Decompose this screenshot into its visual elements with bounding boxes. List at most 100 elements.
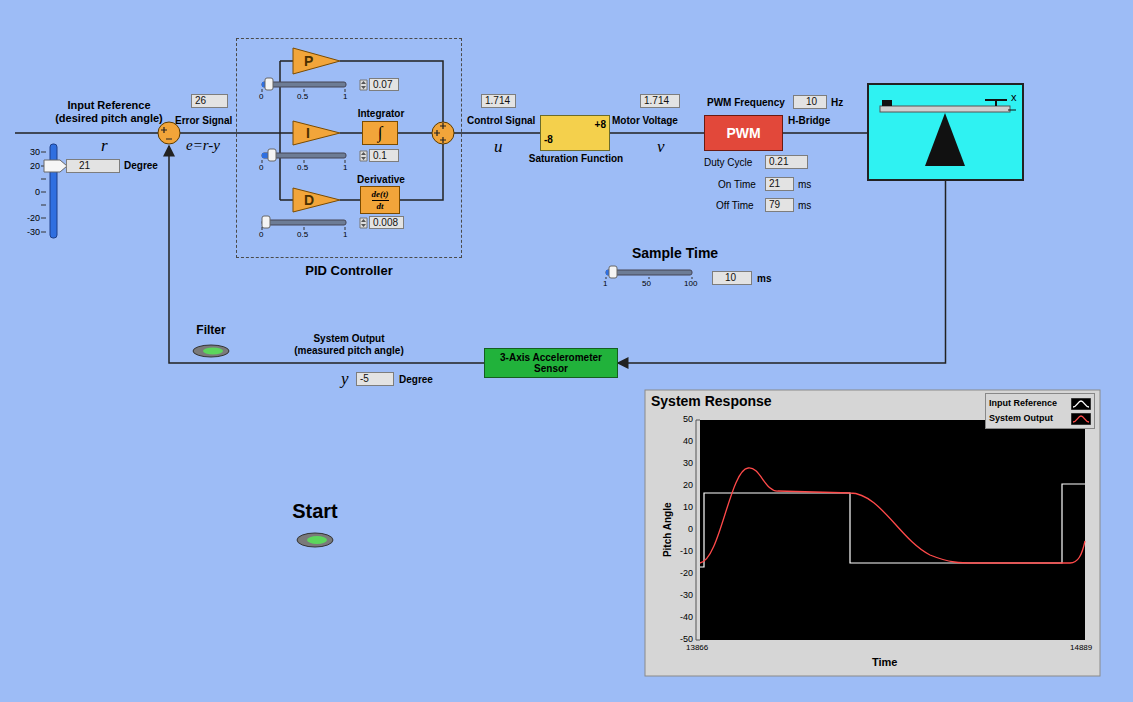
node-text: D	[304, 192, 314, 208]
tick-label: 0.5	[297, 163, 308, 172]
tick-label: 0	[259, 230, 263, 239]
value-indicator: 1.714	[481, 94, 516, 108]
node-text: 10	[725, 272, 736, 284]
tick-label: 1	[603, 279, 607, 288]
axis-tick: 30	[655, 458, 693, 468]
tick-label: -30	[12, 227, 40, 237]
axis-tick: -40	[655, 612, 693, 622]
legend-sample	[1071, 398, 1091, 410]
legend-text: System Output	[989, 413, 1053, 423]
node-text: x	[1011, 91, 1017, 104]
chart-panel: System Response	[645, 390, 1100, 676]
axis-tick: 50	[655, 414, 693, 424]
value-indicator: 0.1	[369, 149, 399, 162]
signal-symbol: r	[101, 136, 108, 156]
gain-block: I	[293, 121, 340, 145]
signal-symbol: e=r-y	[186, 137, 220, 154]
toggle-button: Filter	[188, 324, 234, 358]
value-indicator: 1.714	[640, 94, 680, 108]
signal-wire	[783, 132, 868, 134]
node-text: PWM	[726, 125, 760, 141]
value-indicator: 21	[765, 177, 794, 191]
unit-label: ms	[757, 273, 771, 285]
control-label: PWM Frequency	[707, 97, 785, 109]
node-text: 21	[769, 178, 780, 190]
unit-label: ms	[798, 200, 811, 212]
pwm-block: PWM	[704, 115, 783, 151]
beam-plant: x	[868, 84, 1023, 180]
node-text: 26	[195, 95, 206, 107]
tick-label: 30	[12, 147, 40, 157]
gain-triangles	[293, 48, 340, 212]
signal-wire	[340, 132, 362, 134]
node-text: 21	[79, 160, 90, 172]
tick-label: 100	[684, 279, 697, 288]
integrator-block: Integrator∫	[362, 121, 398, 145]
node-text: ∫	[378, 123, 383, 143]
control-label: Sample Time	[632, 245, 718, 261]
node-text: Filter	[196, 324, 225, 338]
indicator-label: Off Time	[716, 200, 754, 212]
axis-tick: -50	[655, 634, 693, 644]
node-text: Integrator	[349, 108, 413, 120]
tick-label: 0.5	[297, 92, 308, 101]
tick-label: 1	[343, 163, 347, 172]
legend-sample	[1071, 413, 1091, 425]
node-text: +8	[595, 119, 606, 131]
tick-label: 0	[12, 187, 40, 197]
axis-tick: 40	[655, 436, 693, 446]
legend-row: System Output	[989, 411, 1091, 426]
value-control: 10	[793, 95, 827, 109]
signal-name: H-Bridge	[788, 115, 830, 127]
tick-label: 50	[642, 279, 651, 288]
gain-sliders	[262, 78, 692, 279]
node-text: Start	[292, 500, 338, 523]
tick-label: 0	[259, 92, 263, 101]
signal-wire	[462, 132, 540, 134]
node-text: dt	[376, 201, 383, 211]
node-text: Derivative	[347, 174, 415, 186]
value-indicator: 79	[765, 198, 794, 212]
signal-symbol: v	[657, 137, 665, 157]
value-indicator: -5	[356, 372, 394, 386]
node-text: 0.1	[373, 150, 387, 162]
axis-tick: -30	[655, 590, 693, 600]
signal-wire	[340, 199, 360, 201]
signal-wires	[15, 61, 484, 363]
value-indicator: 26	[191, 94, 228, 108]
signal-wire	[610, 132, 704, 134]
signal-name: Error Signal	[175, 115, 232, 127]
unit-label: Degree	[399, 374, 433, 386]
signal-name: System Output (measured pitch angle)	[288, 333, 410, 356]
gain-block: P	[293, 48, 340, 74]
node-text: 1.714	[644, 95, 669, 107]
tick-label: -20	[12, 213, 40, 223]
legend-row: Input Reference	[989, 396, 1091, 411]
field-caption: Input Reference (desired pitch angle)	[48, 99, 170, 124]
reference-slider	[41, 144, 67, 238]
unit-label: ms	[798, 179, 811, 191]
axis-title: Pitch Angle	[662, 495, 674, 565]
value-control: 10	[712, 271, 752, 285]
axis-tick: 0	[655, 524, 693, 534]
node-text: de(t)	[372, 189, 389, 200]
node-text: -5	[360, 373, 369, 385]
gain-block: D	[293, 188, 340, 212]
node-text: 0.21	[769, 156, 788, 168]
node-text: System Response	[651, 393, 772, 409]
axis-tick: 14889	[1070, 643, 1092, 652]
axis-tick: 10	[655, 502, 693, 512]
sensor-block: 3-Axis Accelerometer Sensor	[484, 348, 618, 378]
value-indicator: 0.07	[369, 78, 399, 91]
response-chart	[645, 390, 1100, 676]
axis-tick: 20	[655, 480, 693, 490]
node-text: -8	[544, 134, 553, 146]
axis-title: Time	[872, 656, 897, 669]
node-text: 10	[806, 96, 817, 108]
indicator-label: On Time	[718, 179, 756, 191]
node-text: I	[306, 125, 310, 141]
node-text: 0.07	[373, 79, 392, 91]
axis-tick: -20	[655, 568, 693, 578]
tick-label: 1	[343, 230, 347, 239]
